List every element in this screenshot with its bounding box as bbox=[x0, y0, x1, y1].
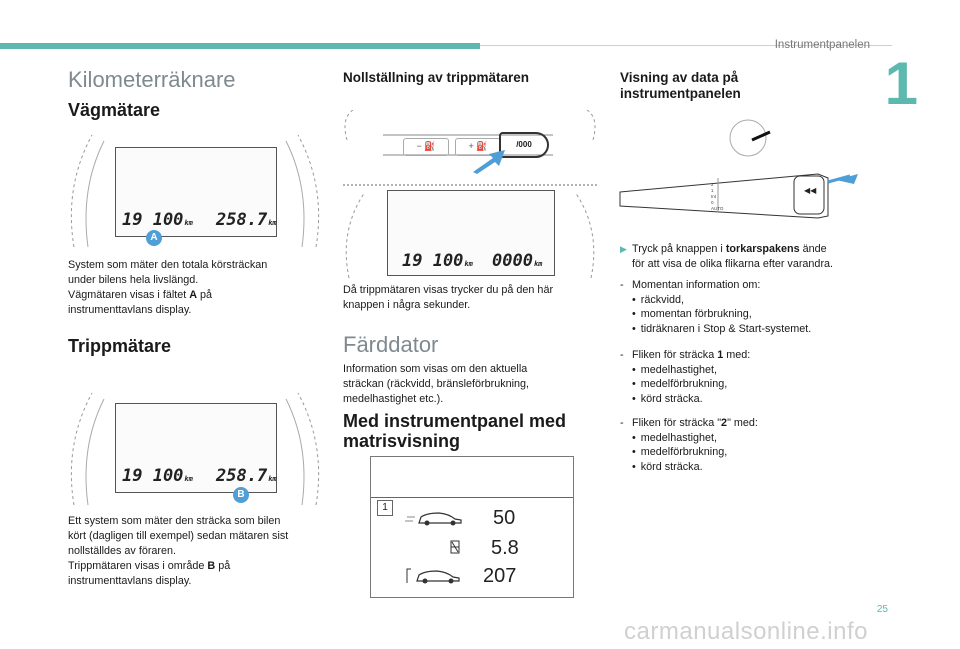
minus-trip-button[interactable]: − ⛽ bbox=[403, 138, 449, 156]
page-number: 25 bbox=[876, 604, 888, 615]
header-accent-bar bbox=[0, 43, 480, 49]
distance-value: 207 bbox=[483, 565, 517, 587]
list-item: körd sträcka. bbox=[632, 460, 870, 475]
marker-b: B bbox=[233, 487, 249, 503]
total-distance: 19 100km bbox=[122, 210, 193, 230]
gauge-arcs-icon bbox=[70, 134, 320, 248]
list-item: momentan förbrukning, bbox=[632, 307, 870, 322]
total-distance: 19 100km bbox=[402, 251, 473, 271]
group-trip-2: -Fliken för sträcka "2" med: medelhastig… bbox=[620, 416, 870, 474]
section-title-farddator: Färddator bbox=[343, 332, 439, 357]
marker-a: A bbox=[146, 230, 162, 246]
tripmeter-text: Ett system som mäter den sträcka som bil… bbox=[68, 515, 289, 587]
car-range-icon bbox=[406, 568, 460, 584]
avg-speed-value: 50 bbox=[493, 507, 516, 529]
car-speed-icon bbox=[405, 512, 462, 526]
trip-distance: 258.7km bbox=[216, 466, 277, 486]
stalk-end-button[interactable]: ◀◀ bbox=[804, 186, 817, 195]
trip-distance-reset: 0000km bbox=[492, 251, 543, 271]
group-momentary: -Momentan information om: räckvidd, mome… bbox=[620, 278, 870, 336]
list-item: medelförbrukning, bbox=[632, 445, 870, 460]
list-item: medelhastighet, bbox=[632, 431, 870, 446]
steering-wheel-icon bbox=[619, 119, 858, 219]
odometer-lcd: 19 100km 258.7km bbox=[115, 147, 277, 237]
section-title-kilometerraknare: Kilometerräknare bbox=[68, 67, 236, 92]
reset-illustration: − ⛽ + ⛽ /000 19 100km 0000km bbox=[343, 110, 597, 280]
matrix-screen: 1 50 5.8 207 bbox=[370, 456, 574, 598]
tripmeter-lcd: 19 100km 258.7km bbox=[115, 403, 277, 493]
fuel-consumption-value: 5.8 bbox=[491, 537, 519, 559]
gauge-arcs-icon bbox=[70, 392, 320, 506]
reset-lcd: 19 100km 0000km bbox=[387, 190, 555, 276]
tripmeter-illustration: 19 100km 258.7km B bbox=[68, 385, 322, 507]
watermark: carmanualsonline.info bbox=[624, 618, 868, 645]
chapter-number: 1 bbox=[884, 50, 918, 117]
total-distance: 19 100km bbox=[122, 466, 193, 486]
list-item: räckvidd, bbox=[632, 293, 870, 308]
trip-reset-button[interactable]: /000 bbox=[499, 132, 549, 158]
list-item: medelhastighet, bbox=[632, 363, 870, 378]
tab-number: 1 bbox=[377, 500, 393, 516]
list-item: tidräknaren i Stop & Start-systemet. bbox=[632, 322, 870, 337]
trip-distance: 258.7km bbox=[216, 210, 277, 230]
heading-nollstallning: Nollställning av trippmätaren bbox=[343, 70, 530, 85]
reset-text: Då trippmätaren visas trycker du på den … bbox=[343, 284, 554, 311]
header-rule bbox=[480, 45, 892, 46]
odometer-illustration: 19 100km 258.7km A bbox=[68, 127, 322, 249]
heading-vagmatare: Vägmätare bbox=[68, 100, 161, 120]
fuel-pump-icon bbox=[450, 540, 460, 554]
heading-trippmatare: Trippmätare bbox=[68, 336, 172, 356]
arrow-bullet-icon: ▶ bbox=[620, 244, 627, 254]
arrow-icon bbox=[473, 150, 505, 174]
running-head: Instrumentpanelen bbox=[774, 39, 870, 51]
group-trip-1: -Fliken för sträcka 1 med: medelhastighe… bbox=[620, 348, 870, 406]
list-item: körd sträcka. bbox=[632, 392, 870, 407]
list-item: medelförbrukning, bbox=[632, 377, 870, 392]
